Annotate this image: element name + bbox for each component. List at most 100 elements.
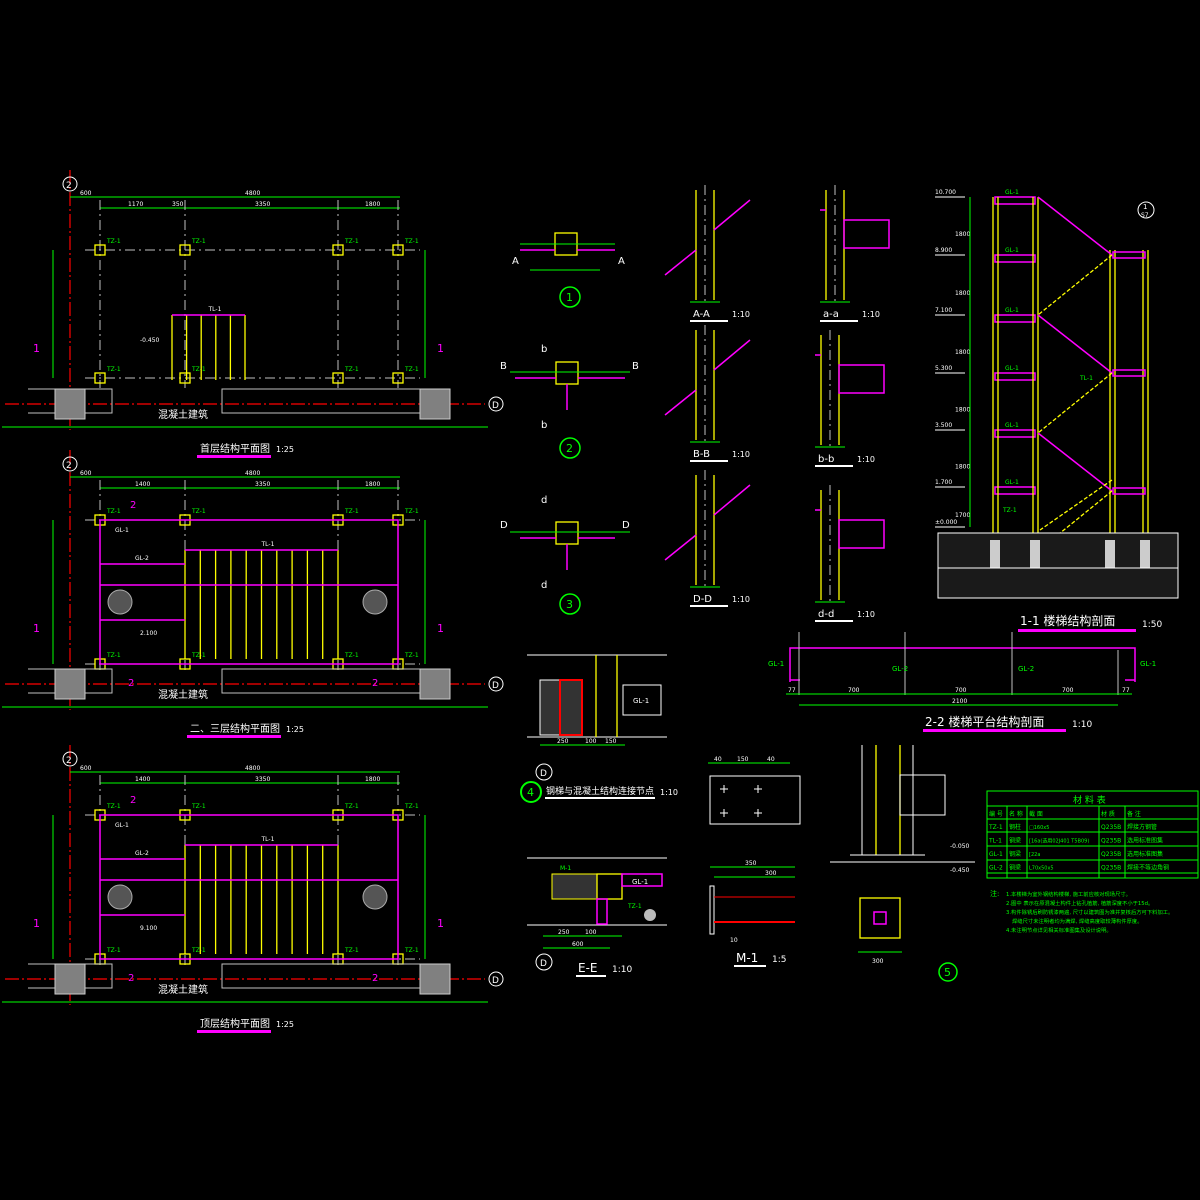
column-label: TZ-1 xyxy=(106,238,121,245)
axis-bubble xyxy=(62,176,78,192)
table-cell: Q235B xyxy=(1101,838,1121,845)
beam-label: TL-1 xyxy=(261,541,275,548)
level-label: 5.300 xyxy=(935,365,952,372)
section-mark: 1 xyxy=(33,622,40,635)
beam-label: GL-1 xyxy=(1005,247,1019,254)
cut-mark-right: B xyxy=(632,361,639,372)
axis-label: D xyxy=(492,401,499,411)
node-number: 5 xyxy=(944,966,951,979)
platform-beam-outline xyxy=(789,647,1136,682)
detail-reference-circle xyxy=(1137,201,1155,219)
dim: 1800 xyxy=(955,349,970,356)
plate-m1: 40 150 40 350 300 10 M-1 1:5 xyxy=(708,756,801,967)
detail-number: 3 xyxy=(566,598,573,611)
column-label: TZ-1 xyxy=(191,803,206,810)
column-label: TZ-1 xyxy=(191,947,206,954)
reference-sheet: S7 xyxy=(1141,212,1149,219)
column-label: TZ-1 xyxy=(344,238,359,245)
stair-beam xyxy=(664,389,697,416)
dim: 3350 xyxy=(255,776,270,783)
dim: 700 xyxy=(848,687,860,694)
column-label: TZ-1 xyxy=(627,903,642,910)
column-label: TZ-1 xyxy=(106,803,121,810)
platform-beam xyxy=(994,486,1036,495)
section-scale: 1:10 xyxy=(732,595,750,604)
pier xyxy=(990,540,1000,568)
axis-label: 2 xyxy=(66,756,72,766)
e-e-title: E-E xyxy=(578,961,598,975)
base-plate-plan xyxy=(859,897,901,939)
section-1-1: 1-1 楼梯结构剖面 1:50 1 S7 10.7001800GL-18.900… xyxy=(935,189,1179,632)
plate-side xyxy=(709,885,715,935)
dim: 1800 xyxy=(955,464,970,471)
foundation-hatch xyxy=(937,532,1179,599)
concrete-column xyxy=(54,388,86,420)
notes: 注: 1.本楼梯为室外钢结构楼梯, 施工前应核对现场尺寸。2.图中 表示在原混凝… xyxy=(990,889,1173,934)
beam-label: GL-1 xyxy=(1005,365,1019,372)
wall-label: 混凝土建筑 xyxy=(158,408,208,421)
platform-beam xyxy=(994,314,1036,323)
section-mark: 2 xyxy=(372,973,378,984)
stair-stringer xyxy=(1037,196,1113,256)
dim: 100 xyxy=(585,738,597,745)
title-underline xyxy=(820,320,858,322)
note-item: 4.未注明节点详见相关标准图集及设计说明。 xyxy=(1006,926,1112,934)
beam-label: GL-1 xyxy=(1005,189,1019,196)
stair-label: TL-1 xyxy=(1079,375,1093,382)
level-label: -0.450 xyxy=(950,867,970,874)
platform-beam xyxy=(994,372,1036,381)
dim: 77 xyxy=(1122,687,1130,694)
anchor-plate xyxy=(559,679,583,736)
section-mark: 1 xyxy=(437,342,444,355)
dim-total: 2100 xyxy=(952,698,967,705)
dim: 1800 xyxy=(365,481,380,488)
beam-label: GL-1 xyxy=(1005,422,1019,429)
platform-beam xyxy=(1112,369,1146,377)
stair-beam xyxy=(664,534,697,561)
stair-beam xyxy=(713,199,751,231)
section-2-2: 77 700 700 700 77 2100 GL-1 GL-1 GL-2 GL… xyxy=(768,632,1156,732)
beam-section xyxy=(838,519,885,549)
axis-bubble xyxy=(535,763,553,781)
cut-mark-left: B xyxy=(500,361,507,372)
dim: 1800 xyxy=(955,290,970,297)
axis-label: 2 xyxy=(66,181,72,191)
table-cell: 选用标准图集 xyxy=(1127,850,1163,858)
beam-gl1 xyxy=(621,873,663,887)
beam-label: TL-1 xyxy=(261,836,275,843)
title-underline xyxy=(187,735,281,738)
beam-tl1 xyxy=(596,898,608,925)
table-cell: Q235B xyxy=(1101,851,1121,858)
dim: 3350 xyxy=(255,201,270,208)
axis-bubble xyxy=(62,751,78,767)
table-cell: 钢梁 xyxy=(1009,837,1021,845)
table-cell: 钢梁 xyxy=(1009,850,1021,858)
axis-label: D xyxy=(492,681,499,691)
section-scale: 1:10 xyxy=(732,310,750,319)
plan-title: 二、三层结构平面图 xyxy=(190,722,280,735)
column-plan xyxy=(873,911,887,925)
note-item: 3.构件除锈后刷防锈漆两遍, 尺寸以建筑图为准并复核后方可下料加工。 xyxy=(1006,908,1173,916)
column-tz1 xyxy=(94,372,106,384)
axis-bubble xyxy=(488,676,504,692)
dim: 700 xyxy=(1062,687,1074,694)
detail-1: A A 1 xyxy=(512,232,625,308)
dim: 300 xyxy=(765,870,777,877)
dim: 1170 xyxy=(128,201,143,208)
table-header: 名 称 xyxy=(1009,810,1023,818)
table-cell: TL-1 xyxy=(988,838,1002,845)
title-underline xyxy=(690,460,728,462)
column-label: TZ-1 xyxy=(344,652,359,659)
axis-label: 2 xyxy=(66,461,72,471)
title-underline xyxy=(1018,629,1136,632)
concrete-wall-right xyxy=(221,963,450,989)
member-label: GL-1 xyxy=(1140,660,1156,668)
plate-plan xyxy=(709,775,801,825)
detail-number: 2 xyxy=(566,442,573,455)
member-label: GL-1 xyxy=(632,878,648,886)
node-4: GL-1 250 100 150 D 4 钢梯与混凝土结构连接节点 1:10 xyxy=(520,654,678,803)
section-mark: 2 xyxy=(130,500,136,511)
